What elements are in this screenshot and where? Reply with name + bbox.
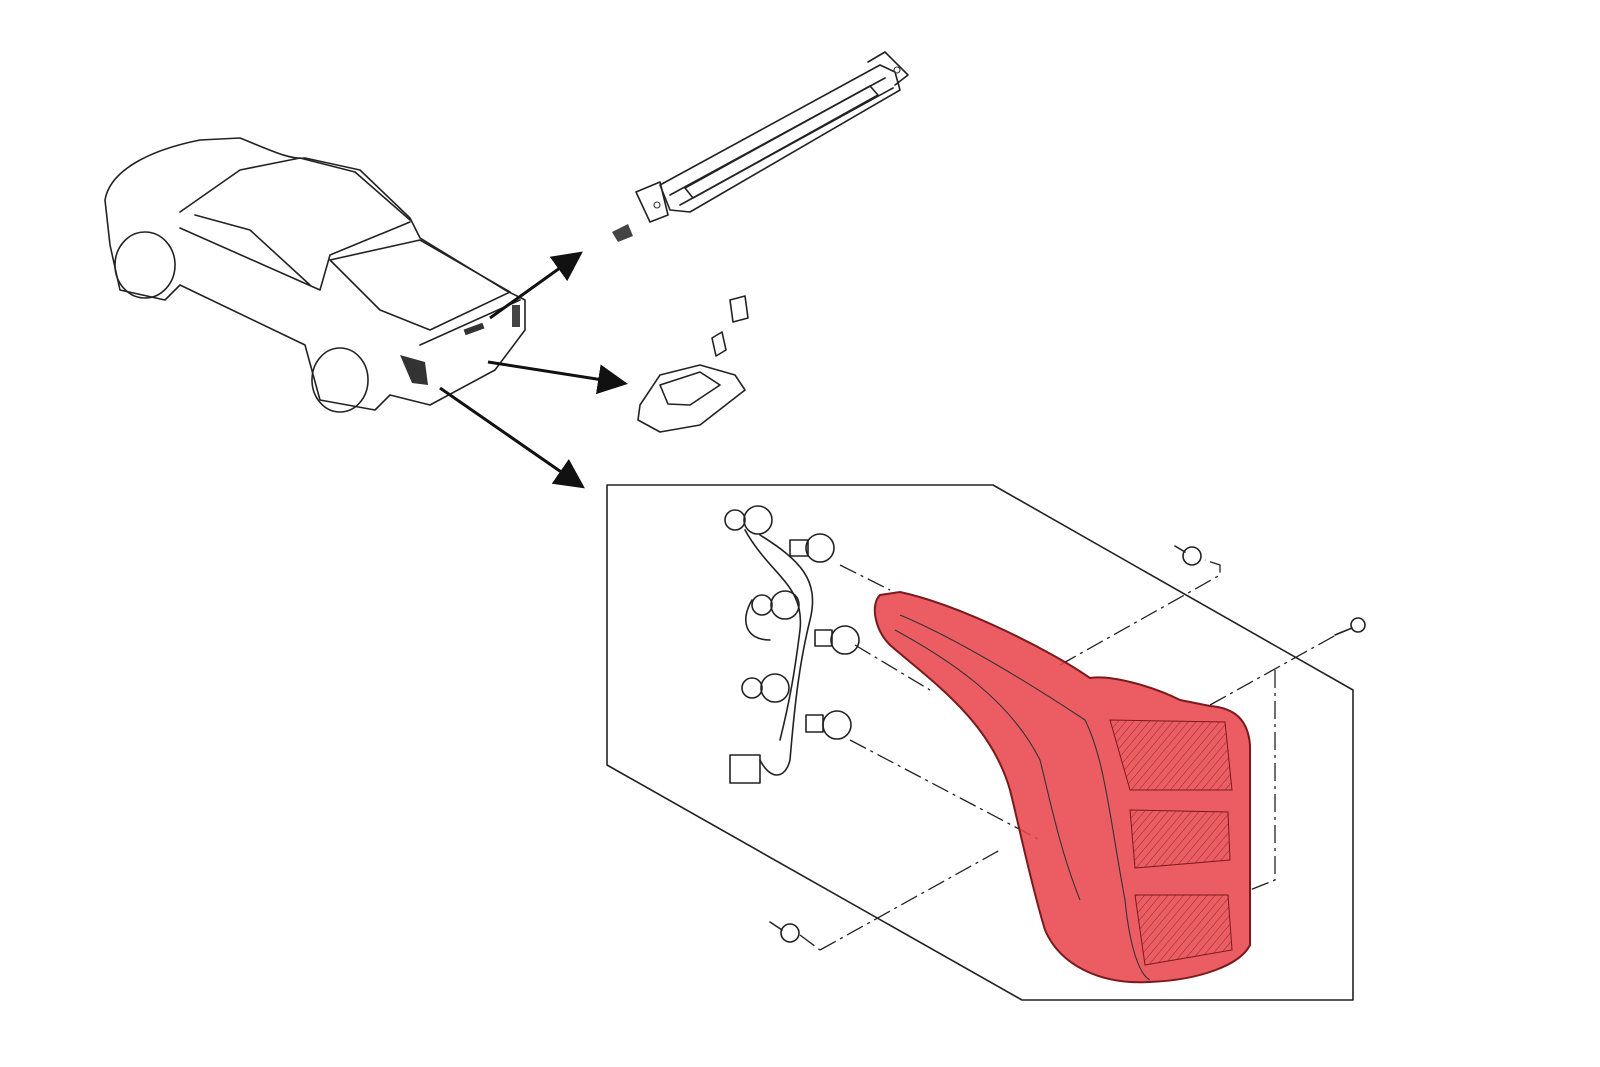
arrow-to-tail-lamp: [439, 386, 585, 489]
bulb-icon: [814, 625, 860, 655]
pickup-truck-icon: [104, 137, 526, 413]
arrow-to-license-lamp: [487, 360, 628, 395]
bulb-icon: [805, 710, 852, 740]
screw-icon: [612, 224, 633, 242]
screw-icon: [769, 921, 800, 943]
rear-combination-lamp-icon: [873, 590, 1251, 984]
screw-icon: [1174, 545, 1202, 566]
high-mount-stop-lamp-icon: [635, 51, 909, 223]
tail-lamp-assembly-frame: [606, 484, 1354, 1001]
license-plate-lamp-icon: [637, 295, 749, 433]
screw-icon: [1334, 617, 1366, 636]
bulb-icon: [789, 533, 835, 563]
arrow-to-stop-lamp: [489, 251, 583, 320]
bulb-socket-harness-icon: [724, 505, 860, 784]
assembly-guide-lines: [799, 559, 1346, 951]
